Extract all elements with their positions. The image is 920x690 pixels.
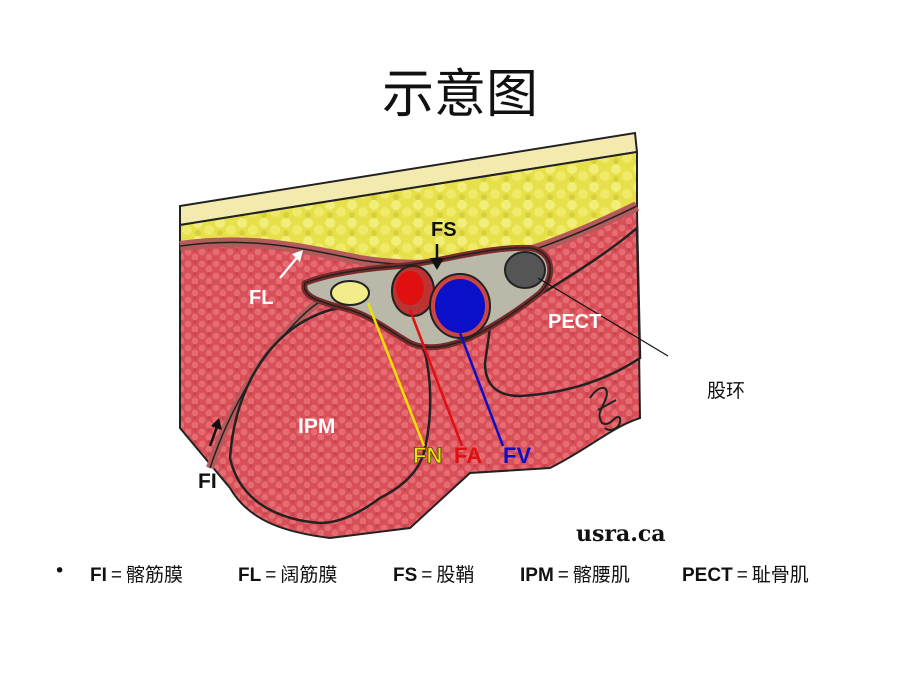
legend-bullet: •: [54, 560, 66, 582]
legend-equals: =: [421, 565, 433, 586]
legend-equals: =: [265, 565, 277, 586]
legend-equals: =: [557, 565, 569, 586]
legend-text: 耻骨肌: [751, 564, 809, 586]
slide-title: 示意图: [381, 65, 538, 125]
legend-item-ipm: IPM=髂腰肌: [520, 560, 630, 587]
legend-abbr: IPM: [520, 565, 554, 586]
legend-text: 髂筋膜: [126, 564, 184, 586]
fa-label: FA: [454, 443, 482, 468]
legend-abbr: FL: [238, 565, 262, 586]
iliopsoas-muscle: [228, 306, 432, 525]
ipm-label: IPM: [298, 415, 335, 438]
femoral-artery: [391, 265, 435, 317]
fl-label: FL: [249, 287, 273, 309]
fs-arrow: [430, 244, 444, 270]
femoral-ring-compartment: [504, 251, 546, 289]
legend-item-pect: PECT=耻骨肌: [682, 560, 809, 587]
legend-item-fi: FI=髂筋膜: [90, 560, 183, 587]
legend-text: 髂腰肌: [572, 564, 630, 586]
abbreviation-legend: • FI=髂筋膜 FL=阔筋膜 FS=股鞘 IPM=髂腰肌 PECT=耻骨肌: [54, 560, 914, 590]
fl-arrow: [279, 250, 303, 279]
femoral-vein: [429, 273, 491, 339]
fi-arrow: [208, 418, 222, 447]
femoral-ring-callout-label: 股环: [707, 380, 746, 402]
legend-text: 阔筋膜: [280, 564, 338, 586]
legend-text: 股鞘: [436, 564, 475, 586]
legend-item-fs: FS=股鞘: [393, 560, 474, 587]
pectineus-muscle: [483, 225, 642, 398]
legend-abbr: FI: [90, 565, 107, 586]
fn-label: FN: [413, 443, 442, 468]
fa-leader-line: [408, 309, 464, 447]
watermark: usra.ca: [576, 521, 666, 546]
legend-equals: =: [110, 565, 122, 586]
fv-label: FV: [503, 443, 531, 468]
fn-leader-line: [366, 302, 426, 447]
artist-signature: [589, 386, 622, 431]
pect-label: PECT: [548, 311, 601, 333]
callout-leader-line: [537, 277, 669, 357]
fi-label: FI: [198, 470, 217, 493]
femoral-anatomy-figure: FS FL PECT IPM FI FN FA FV usra.ca: [170, 128, 670, 546]
legend-abbr: PECT: [682, 565, 733, 586]
legend-item-fl: FL=阔筋膜: [238, 560, 337, 587]
femoral-nerve: [330, 280, 370, 306]
fv-leader-line: [458, 332, 505, 447]
fs-label: FS: [431, 219, 457, 241]
legend-abbr: FS: [393, 565, 418, 586]
legend-equals: =: [736, 565, 748, 586]
